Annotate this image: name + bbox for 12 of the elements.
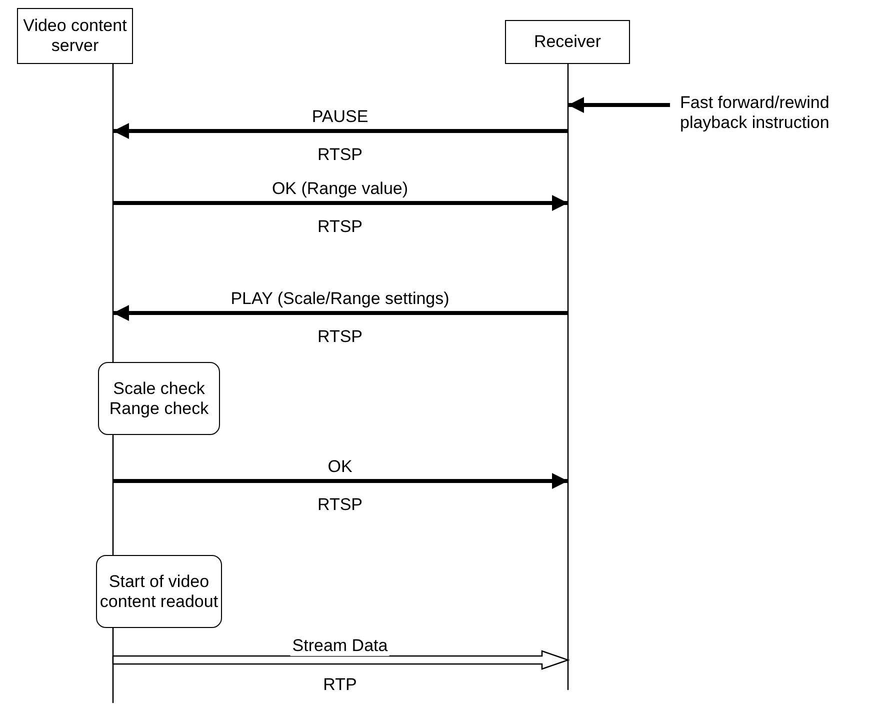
arrow xyxy=(112,650,570,670)
participant-box: Video content server xyxy=(17,8,133,64)
note-text: Fast forward/rewind playback instruction xyxy=(680,93,890,133)
arrow xyxy=(113,195,568,211)
process-box: Start of video content readout xyxy=(96,555,222,628)
edge-label: Stream Data xyxy=(290,636,390,656)
arrow xyxy=(568,97,670,113)
participant-box: Receiver xyxy=(505,20,630,64)
arrow xyxy=(113,123,568,139)
arrow xyxy=(113,473,568,489)
arrow xyxy=(113,305,568,321)
process-box: Scale check Range check xyxy=(98,362,220,435)
